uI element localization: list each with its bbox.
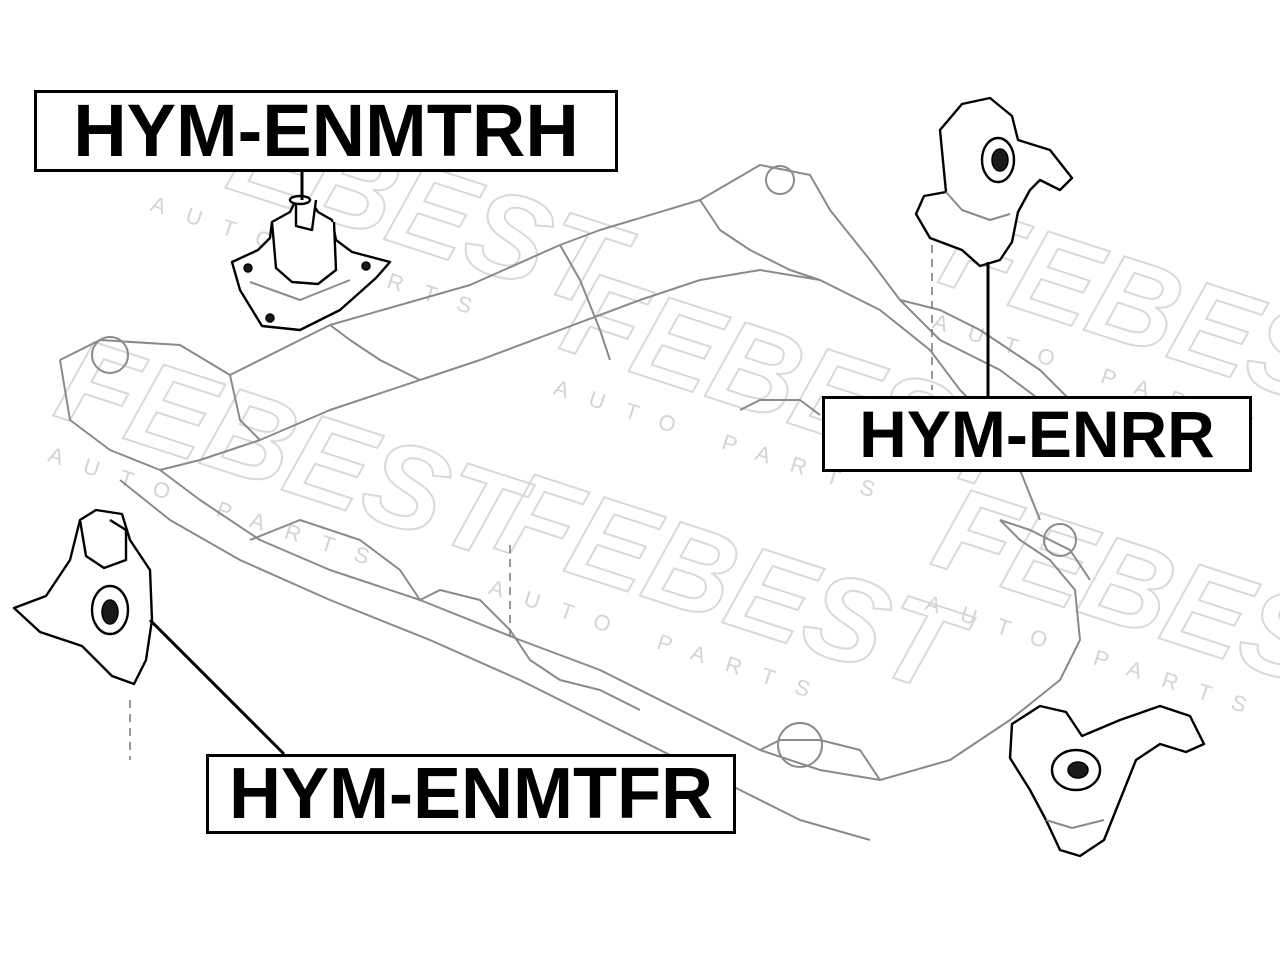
part-engine-mount-unlabeled [1008, 704, 1206, 858]
part-engine-mount-rear [914, 96, 1074, 268]
label-hym-enmtrh: HYM-ENMTRH [34, 90, 618, 172]
label-hym-enrr: HYM-ENRR [822, 396, 1252, 472]
leader-lines [148, 172, 990, 756]
part-engine-mount-front-right [12, 508, 154, 686]
part-engine-mount-rear-right [230, 194, 392, 332]
label-hym-enmtfr: HYM-ENMTFR [206, 754, 736, 834]
leader-enmtfr [148, 618, 286, 756]
